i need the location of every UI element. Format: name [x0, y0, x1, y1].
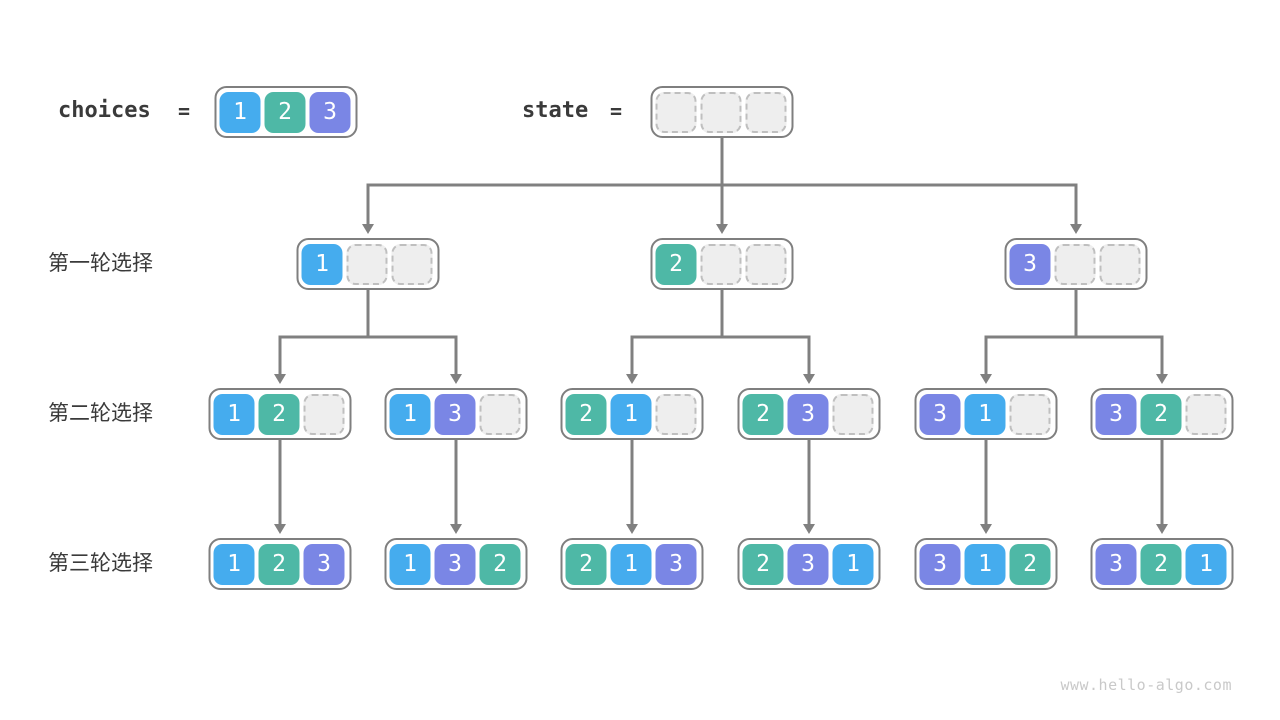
array-cell-filled: 1: [301, 243, 343, 285]
state-array-empty: [650, 86, 794, 138]
array-cell-filled: 1: [964, 393, 1006, 435]
array-cell-empty: [832, 393, 874, 435]
arrowhead: [980, 374, 992, 384]
array-cell-filled: 1: [389, 543, 431, 585]
round-2-label: 第二轮选择: [48, 402, 153, 425]
array-cell-empty: [303, 393, 345, 435]
array-cell-filled: 3: [1095, 543, 1137, 585]
array-cell-filled: 3: [303, 543, 345, 585]
arrowhead: [1156, 524, 1168, 534]
arrowhead: [716, 224, 728, 234]
arrowhead: [1156, 374, 1168, 384]
array-cell-filled: 1: [610, 393, 652, 435]
state-node-round1-2: 2: [650, 238, 794, 290]
connector-line: [278, 335, 458, 376]
array-cell-filled: 2: [479, 543, 521, 585]
array-cell-filled: 3: [919, 393, 961, 435]
array-cell-filled: 3: [655, 543, 697, 585]
array-cell-empty: [391, 243, 433, 285]
array-cell-filled: 3: [1095, 393, 1137, 435]
array-cell-filled: 2: [565, 393, 607, 435]
array-cell-filled: 2: [1009, 543, 1051, 585]
array-cell-filled: 3: [434, 393, 476, 435]
array-cell-empty: [1054, 243, 1096, 285]
array-cell-filled: 2: [1140, 543, 1182, 585]
array-cell-empty: [1185, 393, 1227, 435]
array-cell-filled: 3: [434, 543, 476, 585]
array-cell-empty: [745, 91, 787, 133]
array-cell-filled: 2: [1140, 393, 1182, 435]
array-cell-empty: [700, 91, 742, 133]
array-cell-filled: 2: [742, 393, 784, 435]
array-cell-filled: 1: [964, 543, 1006, 585]
state-node-round1-3: 3: [1004, 238, 1148, 290]
round-3-label: 第三轮选择: [48, 552, 153, 575]
connector-line: [630, 335, 811, 376]
arrowhead: [1070, 224, 1082, 234]
array-cell-filled: 1: [610, 543, 652, 585]
array-cell-filled: 1: [219, 91, 261, 133]
array-cell-filled: 2: [264, 91, 306, 133]
equals-sign: =: [178, 99, 191, 123]
array-cell-filled: 3: [1009, 243, 1051, 285]
arrowhead: [274, 374, 286, 384]
connector-line: [984, 335, 1164, 376]
state-node-round1-1: 1: [296, 238, 440, 290]
array-cell-filled: 2: [565, 543, 607, 585]
arrowhead: [274, 524, 286, 534]
arrowhead: [803, 524, 815, 534]
arrowhead: [980, 524, 992, 534]
choices-label: choices: [58, 98, 151, 123]
array-cell-empty: [479, 393, 521, 435]
array-cell-empty: [346, 243, 388, 285]
arrowhead: [626, 524, 638, 534]
array-cell-filled: 2: [742, 543, 784, 585]
array-cell-filled: 1: [1185, 543, 1227, 585]
array-cell-filled: 3: [309, 91, 351, 133]
equals-sign: =: [610, 99, 623, 123]
array-cell-filled: 2: [258, 543, 300, 585]
array-cell-filled: 2: [655, 243, 697, 285]
array-cell-filled: 3: [919, 543, 961, 585]
arrowhead: [803, 374, 815, 384]
arrowhead: [362, 224, 374, 234]
array-cell-empty: [655, 393, 697, 435]
arrowhead: [450, 524, 462, 534]
connector-line: [366, 183, 1078, 226]
array-cell-empty: [1099, 243, 1141, 285]
array-cell-filled: 1: [832, 543, 874, 585]
arrowhead: [626, 374, 638, 384]
arrowhead: [450, 374, 462, 384]
array-cell-filled: 2: [258, 393, 300, 435]
array-cell-filled: 1: [213, 393, 255, 435]
array-cell-empty: [1009, 393, 1051, 435]
round-1-label: 第一轮选择: [48, 252, 153, 275]
array-cell-filled: 3: [787, 393, 829, 435]
array-cell-filled: 1: [213, 543, 255, 585]
array-cell-filled: 1: [389, 393, 431, 435]
array-cell-empty: [655, 91, 697, 133]
array-cell-empty: [745, 243, 787, 285]
array-cell-filled: 3: [787, 543, 829, 585]
watermark: www.hello-algo.com: [1060, 676, 1232, 694]
state-label: state: [522, 98, 589, 123]
array-cell-empty: [700, 243, 742, 285]
